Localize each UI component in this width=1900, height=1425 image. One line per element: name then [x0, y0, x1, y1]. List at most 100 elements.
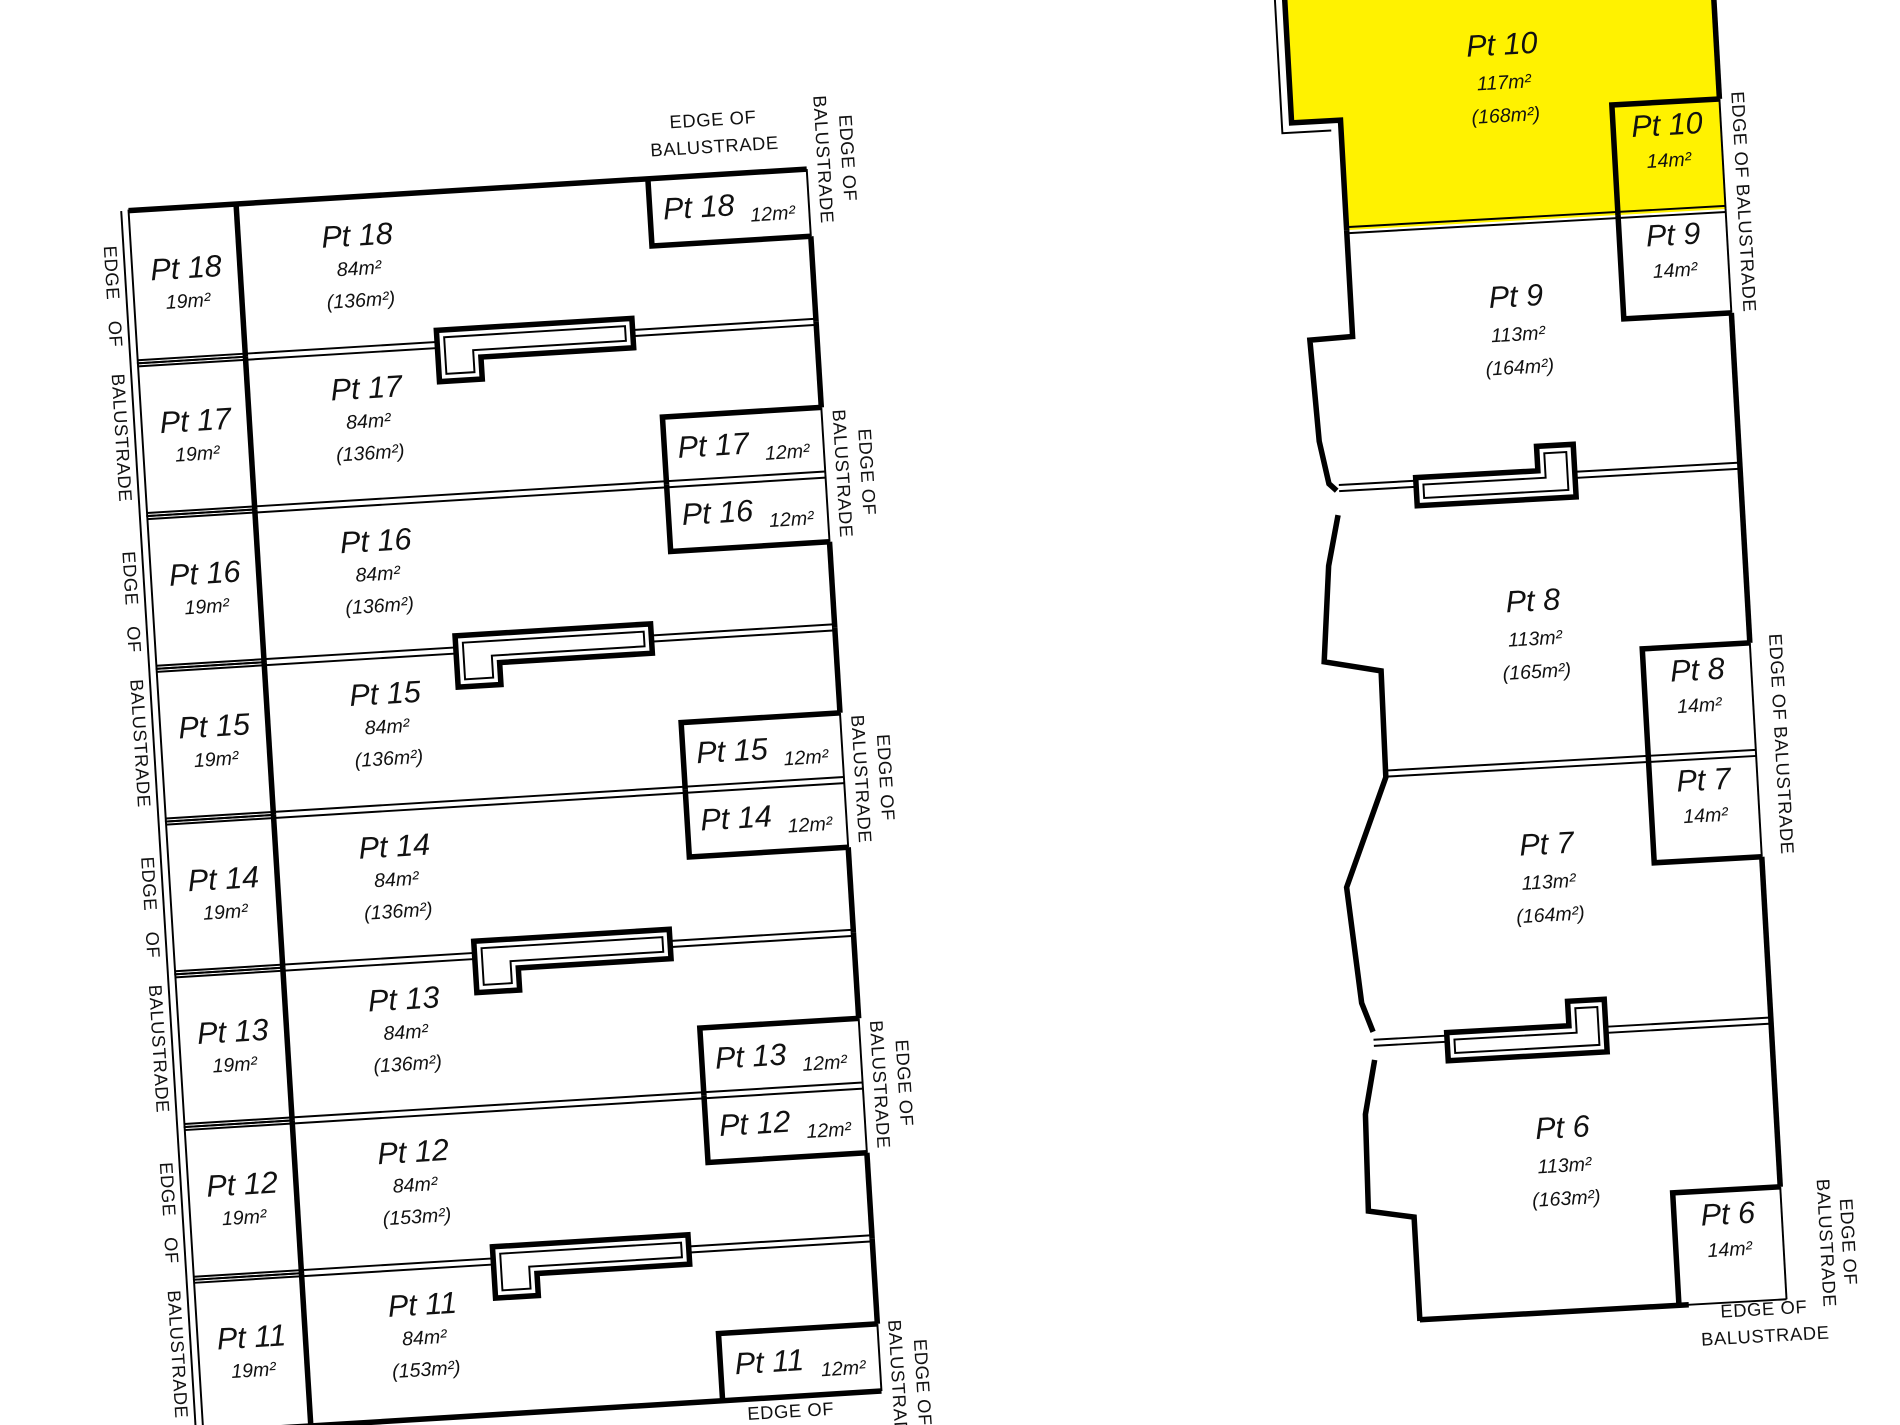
edge-label: BALUSTRADE [1813, 1178, 1841, 1308]
lot-total-area: (136m²) [335, 440, 405, 466]
balustrade-edge [1678, 1298, 1787, 1307]
balcony-wall [1615, 214, 1732, 322]
balcony-label: Pt 12 [718, 1105, 791, 1143]
lot-total-area: (136m²) [345, 593, 415, 619]
lot-wall [808, 236, 819, 322]
edge-label: EDGE OF [835, 114, 861, 202]
edge-label: BALUSTRADE [828, 409, 857, 539]
balcony-label: Pt 18 [662, 188, 735, 226]
lot-area: 19m² [231, 1358, 278, 1383]
lot-divider [184, 1081, 863, 1125]
lot-wall [845, 847, 857, 933]
lot-area: 84m² [373, 867, 420, 892]
lot-total-area: (136m²) [363, 899, 433, 925]
stair-void-inner [443, 325, 627, 375]
lot-label: Pt 17 [159, 402, 233, 440]
stair-void-inner [499, 1241, 683, 1292]
lot-wall [270, 814, 286, 968]
lot-label: Pt 8 [1505, 582, 1561, 619]
balcony-label: Pt 16 [681, 494, 755, 532]
lot-area: 19m² [184, 595, 231, 620]
edge-label: BALUSTRADE [847, 714, 876, 844]
edge-label: EDGE OF BALUSTRADE [1727, 91, 1760, 313]
lot-label: Pt 14 [358, 827, 431, 865]
lot-label: Pt 12 [205, 1165, 278, 1203]
lot-wall [242, 356, 258, 510]
building-wall [1419, 1301, 1689, 1323]
balcony-label: Pt 11 [734, 1343, 805, 1381]
balustrade-edge [1718, 98, 1727, 210]
balcony-wall [701, 1095, 868, 1166]
building-wall [1321, 514, 1389, 1033]
balustrade-edge [857, 1018, 864, 1086]
edge-label: EDGE OF [669, 106, 757, 132]
lot-divider [1385, 754, 1757, 778]
edge-label: EDGE OF BALUSTRADE [1765, 633, 1798, 855]
lot-wall [869, 1238, 881, 1324]
balcony-wall [1608, 96, 1720, 216]
lot-total-area: (153m²) [391, 1357, 461, 1383]
lot-wall [813, 321, 825, 408]
building-wall [203, 1388, 882, 1425]
edge-label: EDGE OF [854, 428, 880, 516]
edge-label: EDGE OF [1720, 1296, 1808, 1322]
lot-wall [864, 1152, 875, 1239]
lot-divider [147, 476, 826, 521]
building-wall [1306, 230, 1356, 493]
lot-label: Pt 7 [1518, 826, 1575, 863]
balcony-label: Pt 9 [1645, 217, 1701, 254]
lot-area: 19m² [193, 747, 240, 772]
lot-area: 113m² [1521, 870, 1578, 895]
balcony-area: 12m² [750, 202, 797, 227]
balustrade-edge [1724, 208, 1733, 313]
lot-area: 19m² [203, 900, 250, 925]
lot-label: Pt 16 [339, 522, 413, 560]
edge-label: EDGE [118, 551, 142, 607]
balcony-label: Pt 7 [1675, 762, 1732, 799]
lot-label: Pt 13 [196, 1013, 269, 1051]
building-wall [1728, 312, 1753, 644]
lot-total-area: (153m²) [382, 1204, 452, 1230]
lot-area: 84m² [336, 257, 383, 282]
stair-void [1443, 996, 1611, 1064]
lot-label: Pt 15 [177, 707, 251, 745]
lot-area: 19m² [174, 442, 221, 467]
balcony-wall [1669, 1184, 1781, 1306]
lot-divider [1346, 211, 1726, 235]
balustrade-edge [1779, 1186, 1788, 1300]
lot-area: 84m² [345, 409, 392, 434]
balcony-wall [659, 404, 822, 485]
lot-area: 117m² [1476, 70, 1533, 95]
lot-total-area: (136m²) [354, 746, 424, 772]
lot-divider [1346, 204, 1726, 229]
lot-divider [184, 1087, 864, 1132]
balcony-area: 14m² [1652, 258, 1699, 283]
balcony-wall [663, 484, 830, 555]
balcony-wall [696, 1015, 859, 1096]
lot-total-area: (136m²) [326, 288, 396, 314]
lot-label: Pt 18 [320, 216, 393, 254]
lot-divider [1385, 748, 1756, 772]
lot-label: Pt 18 [149, 249, 222, 287]
lot-label: Pt 6 [1534, 1109, 1591, 1146]
stair-void-inner [1453, 1005, 1601, 1054]
balcony-area: 12m² [783, 746, 830, 771]
stair-void-inner [461, 630, 646, 681]
balcony-area: 12m² [764, 440, 811, 465]
lot-area: 84m² [383, 1020, 430, 1045]
lot-wall [298, 1273, 314, 1425]
balcony-wall [645, 178, 812, 249]
balcony-area: 14m² [1677, 694, 1724, 719]
lot-wall [233, 203, 249, 357]
balustrade-edge [843, 779, 850, 848]
lot-total-area: (136m²) [373, 1051, 443, 1077]
lot-area: 19m² [212, 1053, 259, 1078]
balustrade-edge [824, 474, 831, 542]
balcony-area: 12m² [802, 1051, 849, 1076]
lot-wall [831, 627, 843, 714]
lot-area: 84m² [364, 715, 411, 740]
lot-label: Pt 11 [387, 1286, 458, 1324]
balcony-area: 14m² [1707, 1238, 1754, 1263]
